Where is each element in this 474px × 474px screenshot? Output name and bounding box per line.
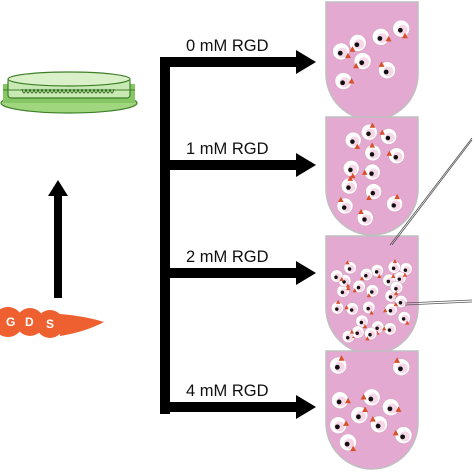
branching-arrow-icon <box>160 50 316 419</box>
cell-icon <box>381 398 402 416</box>
cell-icon <box>352 279 366 293</box>
branch-arrow-0 <box>160 50 316 74</box>
cell-icon <box>355 314 369 329</box>
branch-arrow-2 <box>160 261 316 285</box>
cell-icon <box>359 267 373 281</box>
well-icon <box>325 350 419 470</box>
peptide-letter-s: S <box>46 317 55 331</box>
condition-label-1mm: 1 mM RGD <box>186 140 269 158</box>
cell-icon <box>338 274 352 288</box>
up-arrow-icon <box>48 180 68 298</box>
cell-icon <box>365 183 382 201</box>
cell-icon <box>378 61 396 80</box>
peptide-letter-g: G <box>6 315 16 329</box>
cell-icon <box>360 122 378 141</box>
cell-icon <box>397 311 411 325</box>
peptide-chain-icon <box>0 307 104 338</box>
cell-icon <box>383 303 398 317</box>
cell-icon <box>336 284 351 298</box>
condition-label-2mm: 2 mM RGD <box>186 248 269 266</box>
cell-icon <box>365 284 379 298</box>
peptide-letter-d: D <box>25 315 34 329</box>
well-icon <box>325 116 419 236</box>
branch-arrow-3 <box>160 395 316 419</box>
cell-icon <box>387 259 401 274</box>
cell-icon <box>386 147 405 164</box>
cell-icon <box>379 128 398 145</box>
cell-icon <box>342 159 360 179</box>
cell-icon <box>392 357 411 376</box>
cell-icon <box>364 327 378 341</box>
zoom-lines <box>389 137 473 306</box>
cell-icon <box>353 52 372 70</box>
cell-icon <box>330 269 344 283</box>
cell-icon <box>382 322 397 336</box>
cell-icon <box>343 260 357 275</box>
cell-icon <box>371 27 392 46</box>
cell-icon <box>390 280 404 296</box>
cell-icon <box>344 131 362 149</box>
cell-icon <box>361 163 381 181</box>
cell-icon <box>370 264 384 278</box>
cell-icon <box>332 42 351 61</box>
cell-icon <box>331 391 351 410</box>
cell-icon <box>392 19 411 39</box>
cell-icon <box>348 34 367 52</box>
branch-arrow-1 <box>160 153 316 177</box>
cell-icon <box>386 193 403 213</box>
cell-icon <box>344 302 359 316</box>
cell-icon <box>334 72 355 90</box>
condition-label-4mm: 4 mM RGD <box>186 382 269 400</box>
cell-icon <box>393 294 408 308</box>
cell-icon <box>364 142 382 162</box>
cell-icon <box>330 299 344 315</box>
cell-icon <box>336 196 354 215</box>
cell-icon <box>360 388 381 407</box>
cell-icon <box>392 426 413 444</box>
cell-icon <box>350 406 369 424</box>
cell-icon <box>362 300 376 315</box>
cell-icon <box>369 415 388 434</box>
condition-label-0mm: 0 mM RGD <box>186 37 269 55</box>
cell-icon <box>329 355 348 375</box>
well-icon <box>325 235 419 355</box>
cell-icon <box>340 175 358 195</box>
well-icon <box>325 1 419 121</box>
petri-dish-icon <box>0 71 138 114</box>
cell-icon <box>339 433 357 452</box>
cell-icon <box>356 208 374 227</box>
cell-icon <box>329 416 350 434</box>
cell-icon <box>349 325 365 339</box>
